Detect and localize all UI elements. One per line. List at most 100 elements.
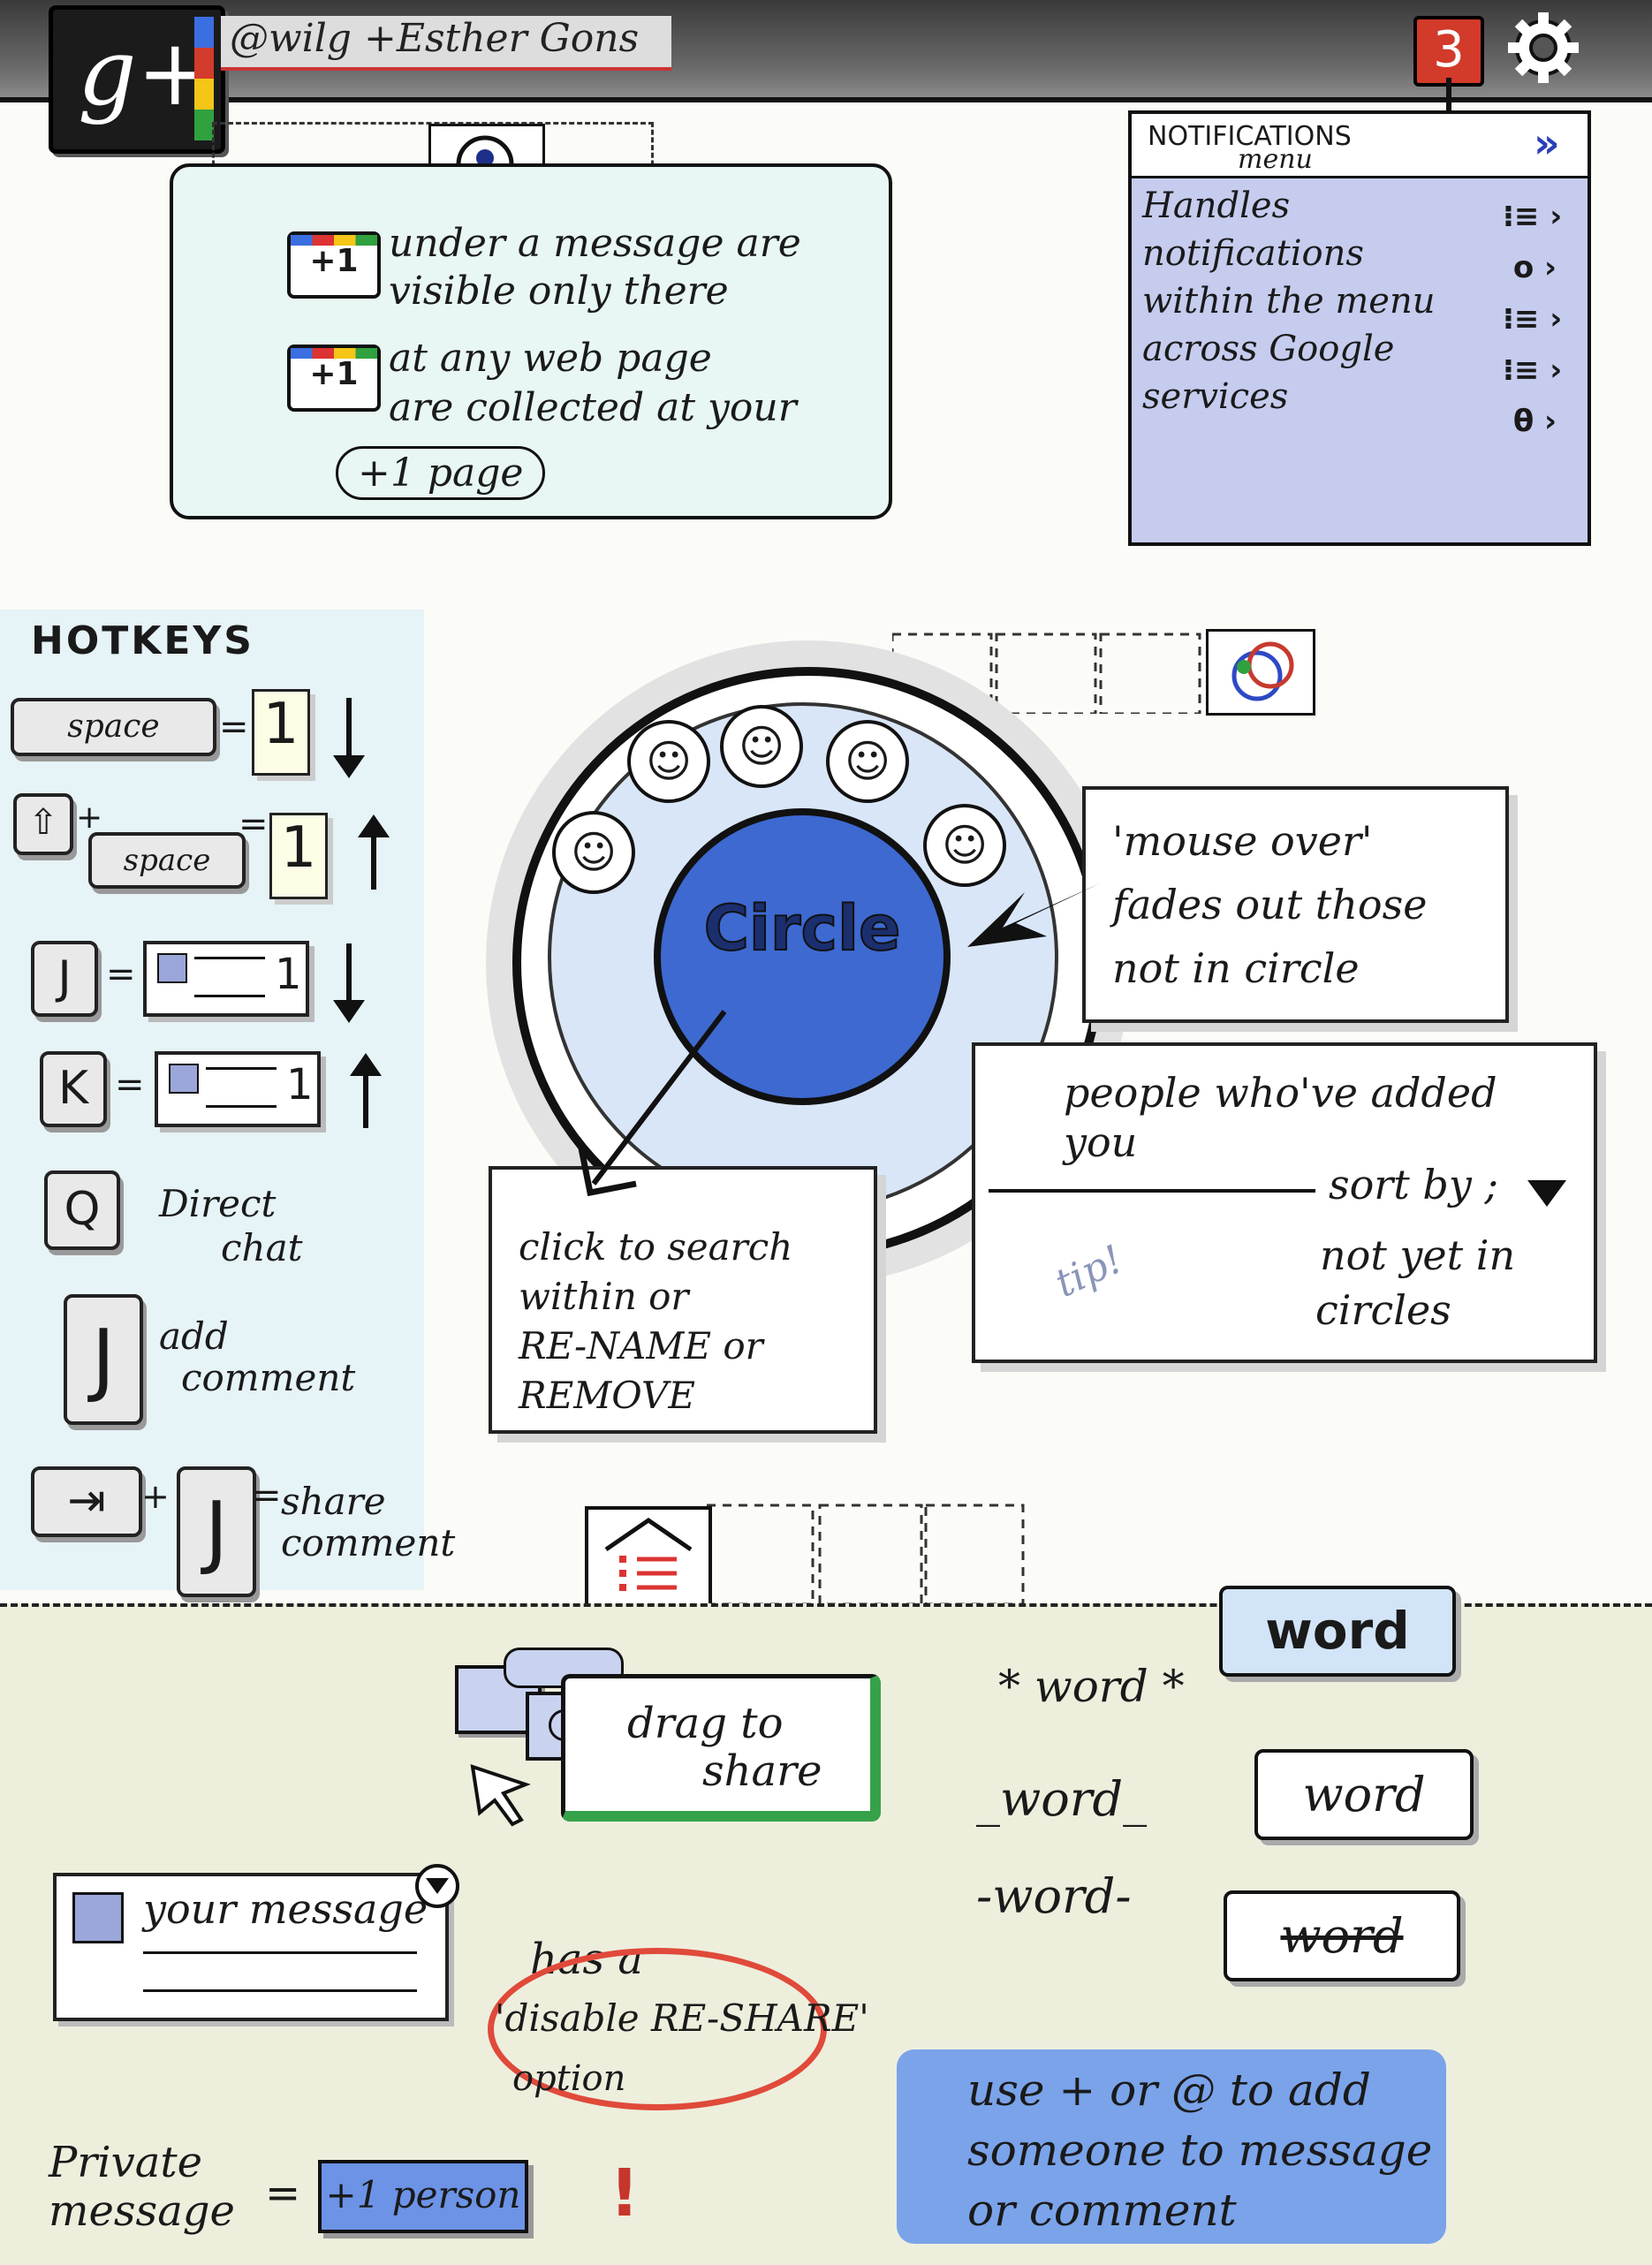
plus-one-page-link[interactable]: +1 page: [336, 446, 546, 500]
arrow-line: [989, 1189, 1315, 1193]
post-preview: 1: [155, 1051, 321, 1127]
circle-arrow-icon: [578, 1010, 727, 1197]
post-preview: 1: [143, 941, 309, 1017]
home-stream-icon: [604, 1517, 693, 1591]
space-key: space: [88, 832, 246, 889]
arrow-up-stem: [363, 1073, 368, 1128]
sort-by-label[interactable]: sort by ;: [1329, 1161, 1498, 1208]
circle-button[interactable]: [654, 808, 951, 1105]
notifications-header: NOTIFICATIONS menu »: [1132, 114, 1588, 178]
add-comment-label-b: comment: [181, 1356, 356, 1399]
direct-chat-label-b: chat: [221, 1226, 303, 1269]
message-preview: your message: [53, 1873, 449, 2021]
dropdown-triangle-icon: [426, 1878, 449, 1894]
card-stack: 1: [252, 689, 310, 776]
direct-chat-label-a: Direct: [159, 1182, 277, 1225]
j-enter-key: J: [64, 1294, 143, 1425]
circle-chevron-icon[interactable]: θ ›: [1503, 404, 1557, 439]
equals-sign: =: [106, 954, 136, 995]
plus-sign: +: [141, 1477, 170, 1516]
share-comment-label-b: comment: [281, 1521, 456, 1564]
private-message-label-b: message: [49, 2186, 235, 2236]
private-message-label-a: Private: [49, 2138, 203, 2187]
plus-one-button[interactable]: +1: [287, 345, 381, 412]
arrow-down-head: [333, 1000, 365, 1023]
plus-one-text-2b: are collected at your: [389, 385, 797, 430]
italic-syntax: _word_: [976, 1771, 1148, 1827]
circles-icon: [1231, 641, 1294, 701]
avatar[interactable]: ☺: [552, 811, 635, 894]
highlight-circle: [488, 1948, 827, 2110]
avatar[interactable]: ☺: [826, 720, 909, 803]
drag-to-share-illustration: drag to share: [420, 1639, 881, 1829]
q-key: Q: [44, 1170, 120, 1250]
list-chevron-icon[interactable]: ⁝≡ ›: [1503, 199, 1563, 234]
avatar: [72, 1892, 124, 1943]
avatar[interactable]: ☺: [720, 705, 803, 788]
equals-sign: =: [219, 707, 249, 747]
gear-icon[interactable]: [1506, 11, 1580, 85]
plus-one-text-1b: visible only there: [389, 269, 729, 314]
notifications-description: Handles notifications within the menu ac…: [1142, 186, 1436, 417]
strike-word-preview: word: [1224, 1890, 1460, 1981]
user-handle[interactable]: @wilg +Esther Gons: [221, 16, 671, 71]
message-options-button[interactable]: [415, 1864, 459, 1908]
notifications-menu: NOTIFICATIONS menu » Handles notificatio…: [1128, 110, 1591, 546]
circles-tab[interactable]: [1206, 629, 1315, 716]
circles-tab-strip: [892, 633, 1201, 714]
tip-label: tip!: [1048, 1236, 1130, 1307]
j-key: J: [31, 941, 98, 1017]
list-chevron-icon[interactable]: ⁝≡ ›: [1503, 352, 1563, 388]
cursor-arrow-icon: [470, 1764, 531, 1827]
hotkeys-title: HOTKEYS: [31, 618, 254, 663]
j-enter-key: J: [177, 1466, 256, 1597]
notifications-body: Handles notifications within the menu ac…: [1132, 178, 1588, 542]
add-comment-label-a: add: [159, 1314, 229, 1358]
list-chevron-icon[interactable]: ⁝≡ ›: [1503, 301, 1563, 337]
card-stack: 1: [269, 813, 328, 899]
click-circle-note: click to search within or RE-NAME or REM…: [489, 1166, 877, 1434]
plus-one-text-2a: at any web page: [389, 336, 712, 381]
google-plus-logo[interactable]: g+: [49, 5, 225, 154]
avatar[interactable]: ☺: [627, 720, 710, 803]
brand-color-strip: [194, 17, 214, 140]
home-tab[interactable]: [585, 1506, 712, 1612]
plus-one-person-chip[interactable]: +1 person: [318, 2160, 528, 2233]
arrow-up-icon: [350, 1053, 382, 1076]
plus-one-button[interactable]: +1: [287, 231, 381, 299]
plus-one-text-1a: under a message are: [389, 221, 801, 266]
avatar[interactable]: ☺: [923, 804, 1006, 887]
mouse-over-note: 'mouse over' fades out those not in circ…: [1082, 786, 1509, 1023]
share-drop-box[interactable]: [561, 1674, 881, 1822]
drag-to-share-label-b: share: [702, 1746, 822, 1796]
plus-one-tab-strip: [212, 122, 654, 204]
shift-key: ⇧: [13, 793, 73, 855]
disable-reshare-label: 'disable RE-SHARE': [495, 1996, 869, 2040]
mention-tip: use + or @ to add someone to message or …: [897, 2049, 1446, 2244]
dropdown-triangle-icon[interactable]: [1527, 1180, 1566, 1207]
space-key: space: [11, 698, 216, 756]
circle-chevron-icon[interactable]: o ›: [1503, 250, 1557, 285]
exclamation-icon: !: [610, 2155, 640, 2231]
italic-word-preview: word: [1254, 1749, 1474, 1840]
notification-row-icons: ⁝≡ › o › ⁝≡ › ⁝≡ › θ ›: [1503, 191, 1562, 447]
strike-syntax: -word-: [976, 1868, 1132, 1924]
people-added-you-note: people who've added you sort by ; tip! n…: [972, 1042, 1597, 1363]
double-chevron-right-icon[interactable]: »: [1534, 119, 1560, 167]
logo-text: g+: [78, 19, 214, 126]
notifications-title: NOTIFICATIONS: [1148, 121, 1352, 152]
arrow-up-icon: [358, 814, 390, 837]
option-label: option: [512, 2058, 626, 2099]
share-comment-label-a: share: [281, 1480, 386, 1523]
notification-count-badge[interactable]: 3: [1413, 16, 1484, 87]
notifications-subtitle: menu: [1238, 144, 1313, 175]
equals-sign: =: [115, 1064, 145, 1105]
arrow-down-icon: [346, 698, 352, 760]
circle-label: Circle: [703, 891, 902, 966]
plus-sign: +: [76, 799, 103, 836]
arrow-up-stem: [371, 835, 376, 890]
arrow-down-icon: [346, 943, 352, 1005]
arrow-down-head: [333, 755, 365, 778]
k-key: K: [40, 1051, 107, 1127]
equals-sign: =: [239, 804, 269, 845]
